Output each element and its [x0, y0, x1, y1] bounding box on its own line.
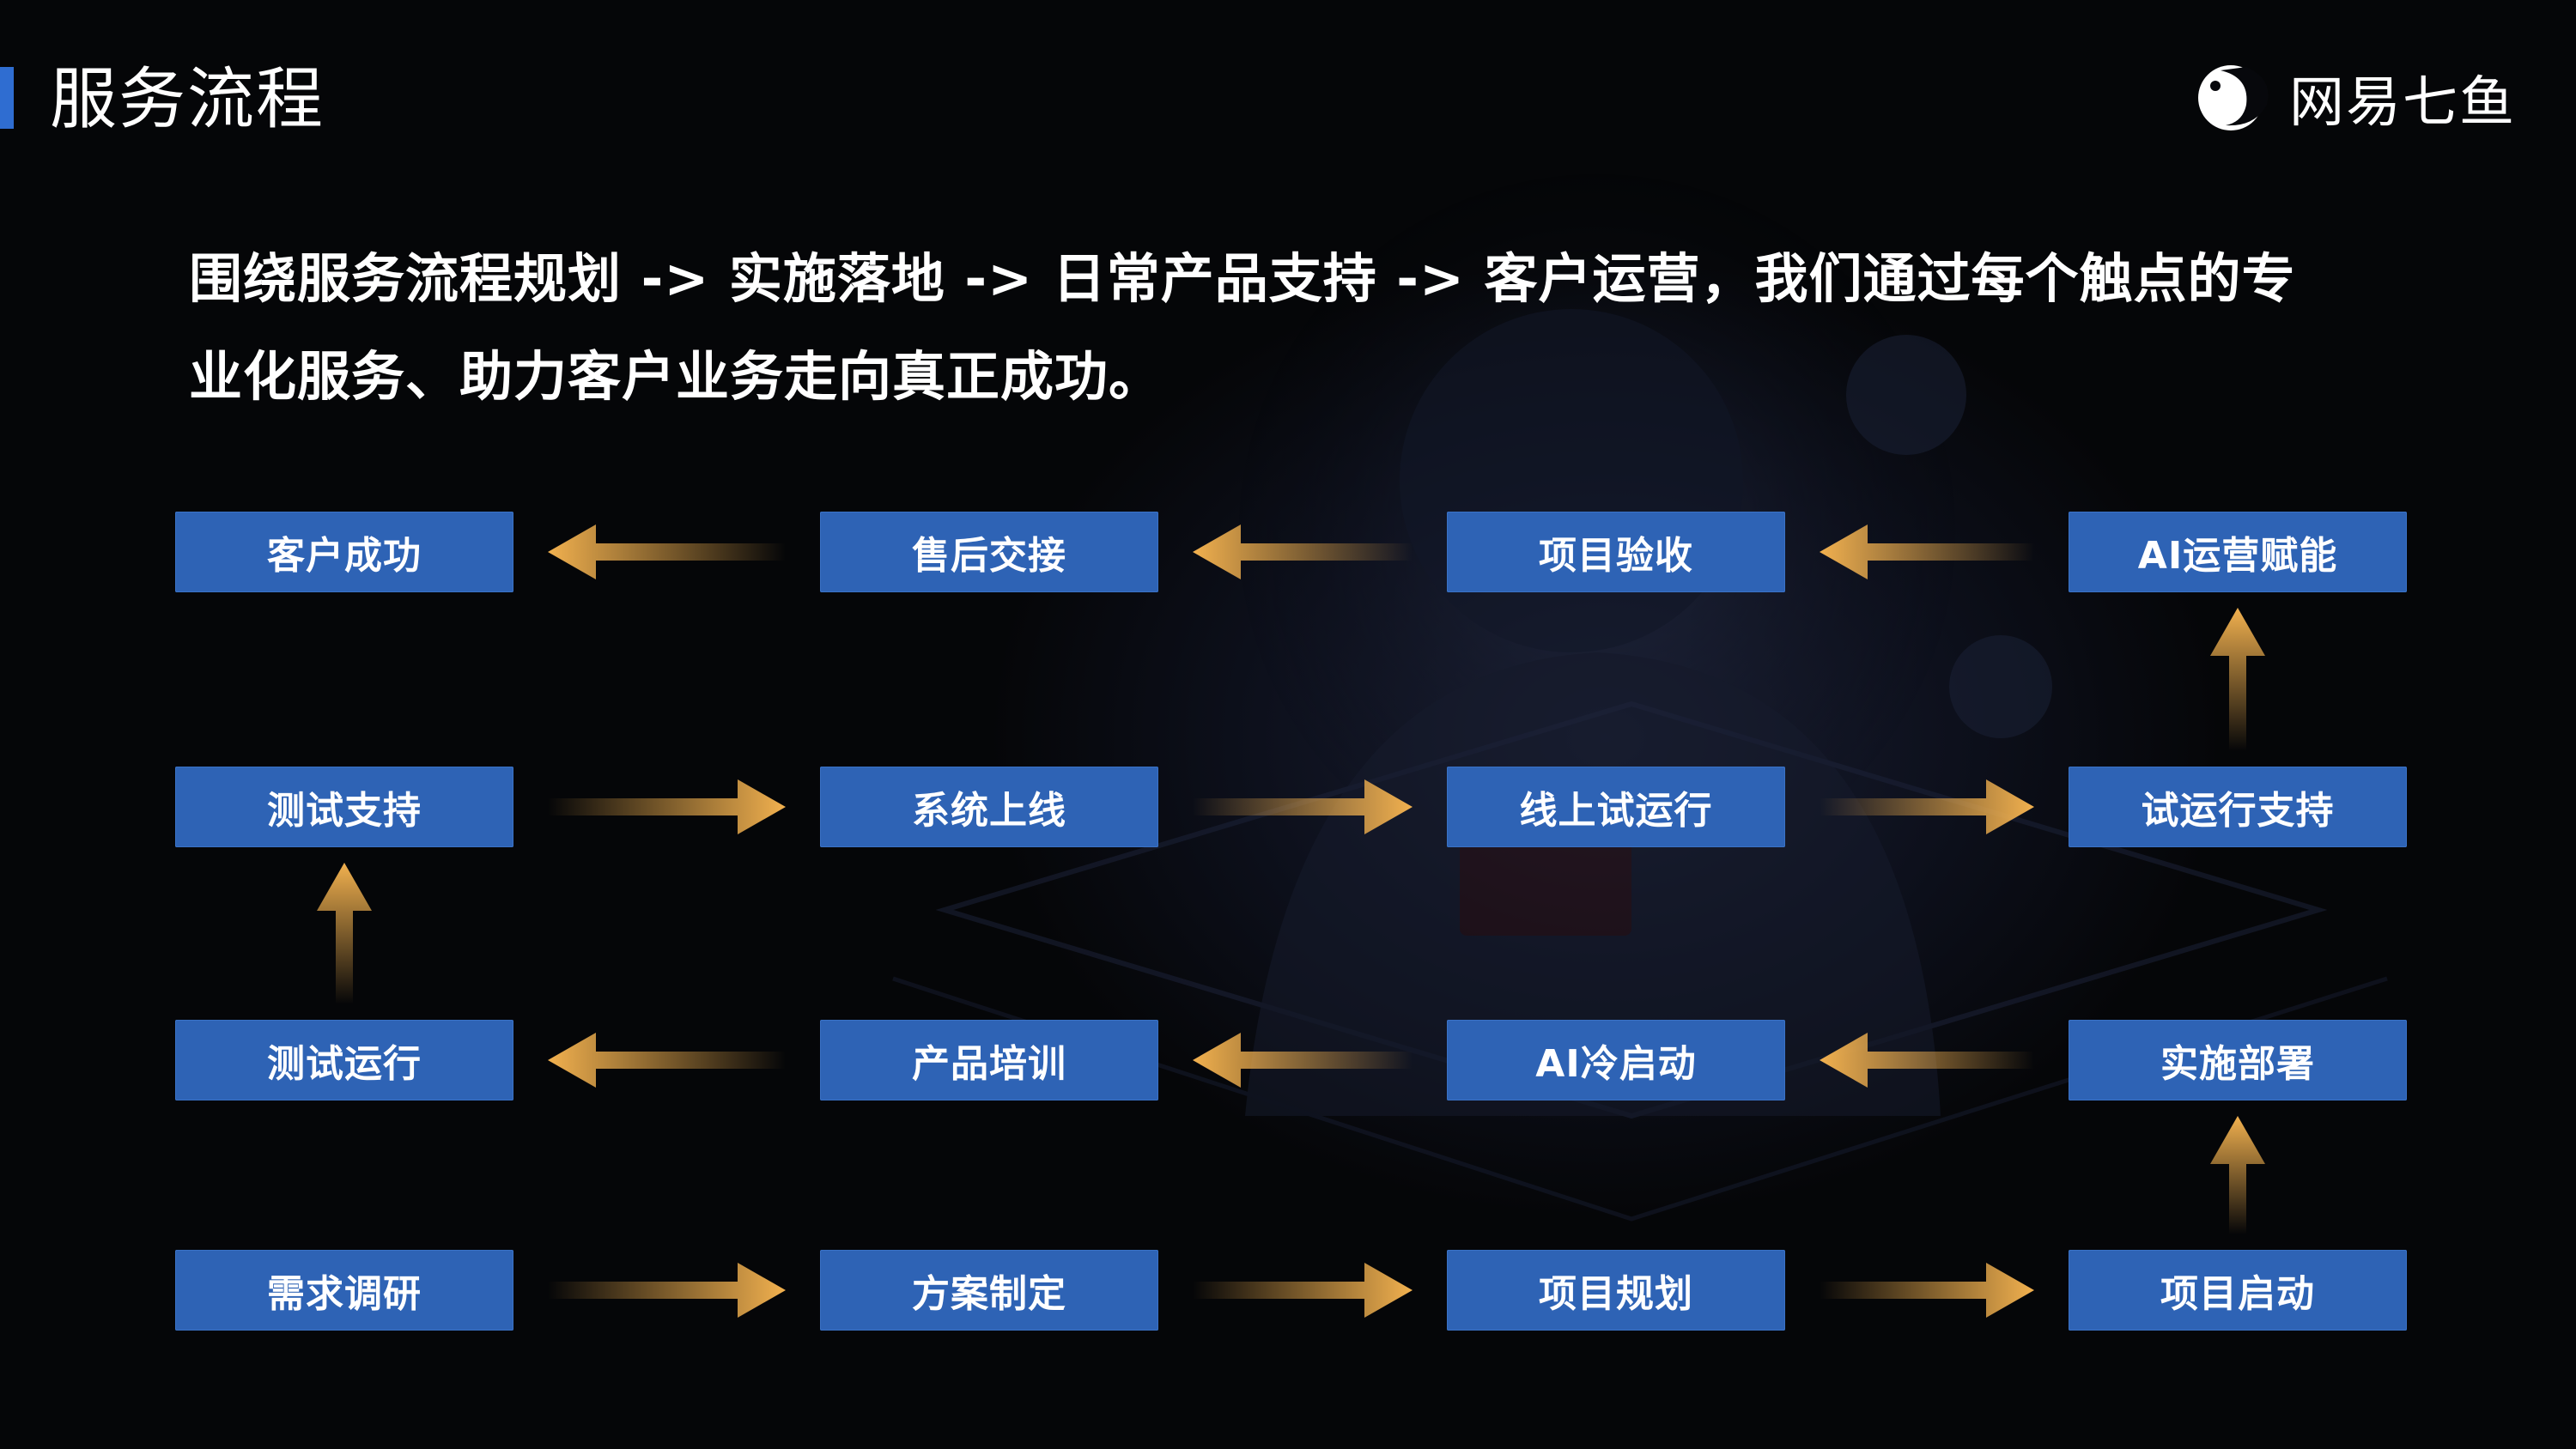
page-title: 服务流程: [50, 61, 325, 138]
flow-node-测试支持: 测试支持: [175, 767, 513, 847]
flow-node-项目规划: 项目规划: [1447, 1250, 1785, 1331]
intro-line-2: 业化服务、助力客户业务走向真正成功。: [189, 345, 1163, 408]
flow-node-试运行支持: 试运行支持: [2069, 767, 2407, 847]
brand-logo: 网易七鱼: [2195, 62, 2516, 135]
flow-arrow-2: [1193, 1263, 1413, 1318]
brand-name: 网易七鱼: [2289, 71, 2516, 135]
flow-node-需求调研: 需求调研: [175, 1250, 513, 1331]
flow-arrow-3: [1820, 1263, 2034, 1318]
flow-node-方案制定: 方案制定: [820, 1250, 1158, 1331]
flow-arrow-7: [548, 1033, 786, 1088]
flow-arrow-6: [1193, 1033, 1413, 1088]
flow-arrow-1: [548, 1263, 786, 1318]
fish-logo-icon: [2198, 65, 2269, 130]
flow-arrow-9: [548, 779, 786, 834]
flow-arrow-11: [1820, 779, 2034, 834]
flow-arrow-8: [317, 863, 372, 1004]
flow-node-客户成功: 客户成功: [175, 512, 513, 592]
flow-arrow-13: [1820, 524, 2034, 579]
flow-node-项目启动: 项目启动: [2069, 1250, 2407, 1331]
flow-arrow-5: [1820, 1033, 2034, 1088]
flow-node-实施部署: 实施部署: [2069, 1020, 2407, 1100]
title-accent-bar: [0, 67, 14, 129]
flow-node-系统上线: 系统上线: [820, 767, 1158, 847]
flow-arrow-15: [548, 524, 786, 579]
flow-node-ai运营赋能: AI运营赋能: [2069, 512, 2407, 592]
intro-line-1: 围绕服务流程规划 -> 实施落地 -> 日常产品支持 -> 客户运营，我们通过每…: [189, 247, 2296, 310]
flow-node-ai冷启动: AI冷启动: [1447, 1020, 1785, 1100]
flow-arrow-4: [2210, 1116, 2265, 1234]
flow-node-测试运行: 测试运行: [175, 1020, 513, 1100]
flow-node-线上试运行: 线上试运行: [1447, 767, 1785, 847]
flow-node-产品培训: 产品培训: [820, 1020, 1158, 1100]
flow-arrow-10: [1193, 779, 1413, 834]
flow-arrow-14: [1193, 524, 1413, 579]
flow-node-售后交接: 售后交接: [820, 512, 1158, 592]
intro-text: 围绕服务流程规划 -> 实施落地 -> 日常产品支持 -> 客户运营，我们通过每…: [189, 230, 2301, 426]
flow-node-项目验收: 项目验收: [1447, 512, 1785, 592]
flow-arrow-12: [2210, 608, 2265, 751]
